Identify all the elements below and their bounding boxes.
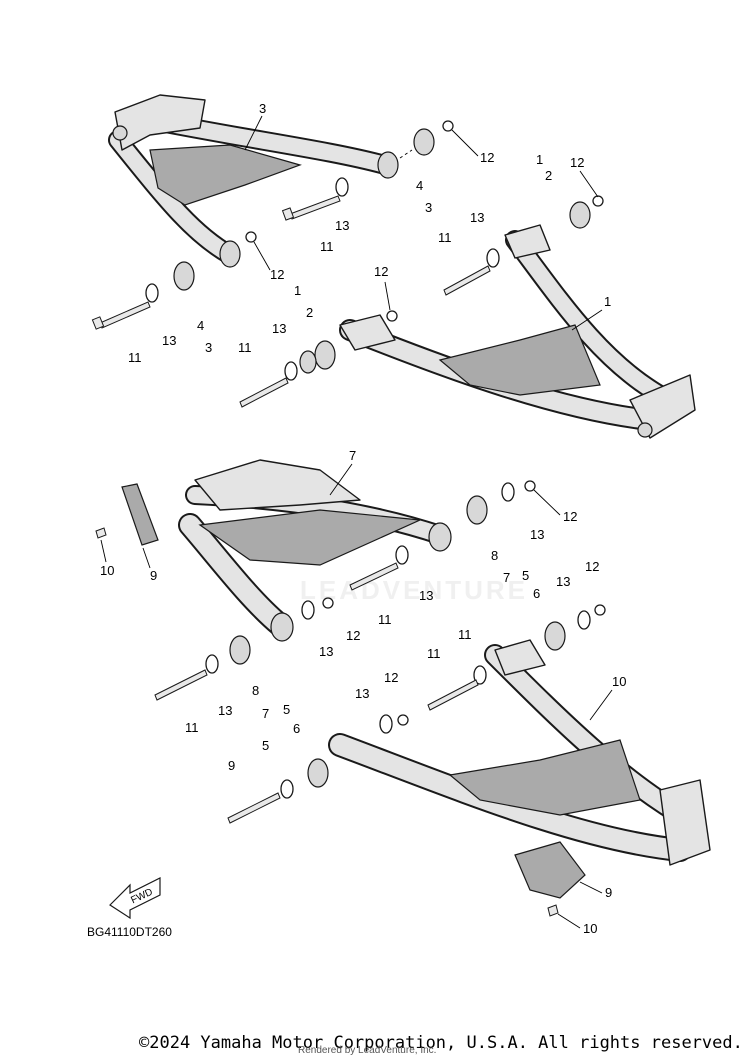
callout-label: 12 [270, 267, 284, 282]
callouts-upper: 3 12 1 2 12 4 3 13 11 13 11 12 13 4 3 11… [128, 101, 611, 365]
callout-label: 13 [319, 644, 333, 659]
callout-label: 3 [205, 340, 212, 355]
lower-arm-part-7 [178, 459, 452, 642]
lower-arm-part-5 [328, 639, 711, 917]
callout-label: 12 [585, 559, 599, 574]
callout-label: 8 [252, 683, 259, 698]
callout-label: 11 [185, 720, 199, 735]
callout-label: 13 [355, 686, 369, 701]
callout-label: 7 [262, 706, 269, 721]
watermark: LEADVENTURE [300, 575, 529, 605]
callouts-bottom: 9 10 [557, 689, 613, 936]
callout-label: 4 [197, 318, 204, 333]
callout-label: 13 [470, 210, 484, 225]
callout-label: 12 [563, 509, 577, 524]
callout-label: 9 [228, 758, 235, 773]
callout-label: 13 [335, 218, 349, 233]
callout-label: 5 [262, 738, 269, 753]
callout-label: 11 [238, 340, 252, 355]
callout-label: 13 [419, 588, 433, 603]
callout-label: 12 [374, 264, 388, 279]
callout-label: 4 [416, 178, 423, 193]
upper-arm-bushings [145, 120, 454, 303]
callout-label: 1 [604, 294, 611, 309]
callout-label: 12 [480, 150, 494, 165]
upper-arm-part-3 [108, 94, 395, 265]
callout-label-9-lower: 9 [605, 885, 612, 900]
callout-label: 13 [218, 703, 232, 718]
callout-label: 1 [536, 152, 543, 167]
callout-label: 2 [306, 305, 313, 320]
callout-label: 8 [491, 548, 498, 563]
callout-label: 12 [570, 155, 584, 170]
callout-label: 5 [522, 568, 529, 583]
callout-label: 2 [545, 168, 552, 183]
diagram-code: BG41110DT260 [87, 925, 172, 939]
callout-label: 11 [320, 239, 334, 254]
callout-label-10-lower: 10 [583, 921, 597, 936]
callout-label: 13 [272, 321, 286, 336]
upper-arm-part-1 [339, 224, 696, 439]
callout-label: 13 [556, 574, 570, 589]
callout-label: 3 [259, 101, 266, 116]
lower-arm-5-hardware [227, 604, 606, 824]
callout-label: 11 [458, 627, 472, 642]
callout-label: 10 [612, 674, 626, 689]
callout-label: 6 [293, 721, 300, 736]
callout-label: 1 [294, 283, 301, 298]
callout-label: 6 [533, 586, 540, 601]
lower-arm-7-hardware [95, 480, 536, 701]
callout-label: 7 [503, 570, 510, 585]
callout-label: 11 [427, 646, 441, 661]
callout-label: 13 [530, 527, 544, 542]
upper-arm-bolts [91, 195, 341, 330]
callout-label: 9 [150, 568, 157, 583]
callout-label: 11 [128, 350, 142, 365]
rendered-by-notice: Rendered by LeadVenture, Inc. [298, 1045, 437, 1056]
callout-label: 12 [346, 628, 360, 643]
upper-arm-1-hardware [239, 195, 604, 408]
callout-label: 11 [378, 612, 392, 627]
copyright-notice: ©2024 Yamaha Motor Corporation, U.S.A. A… [139, 1033, 743, 1053]
callout-label: 11 [438, 230, 452, 245]
callout-label: 10 [100, 563, 114, 578]
callout-label: 5 [283, 702, 290, 717]
fwd-arrow: FWD [109, 877, 161, 920]
callout-label: 3 [425, 200, 432, 215]
callouts-lower: 7 9 10 12 13 8 7 5 6 13 12 11 13 12 11 1… [100, 448, 626, 773]
callout-label: 12 [384, 670, 398, 685]
callout-label: 7 [349, 448, 356, 463]
callout-label: 13 [162, 333, 176, 348]
